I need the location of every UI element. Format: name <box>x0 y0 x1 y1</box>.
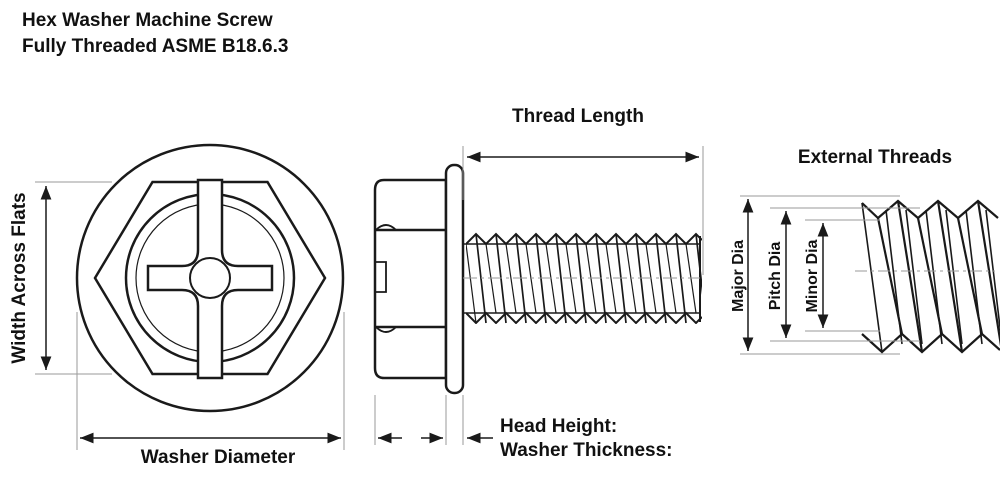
major-dia-label: Major Dia <box>730 240 747 312</box>
external-threads-label: External Threads <box>798 147 952 168</box>
head-top-view <box>75 143 345 413</box>
hex-outline <box>93 180 327 376</box>
width-across-flats-label: Width Across Flats <box>9 192 30 363</box>
width-across-flats-dimension: Width Across Flats <box>9 181 112 375</box>
thread-length-dimension: Thread Length <box>462 106 704 275</box>
phillips-recess <box>146 178 274 380</box>
washer-thickness-label: Washer Thickness: <box>500 440 672 461</box>
title-line-2: Fully Threaded ASME B18.6.3 <box>22 36 289 57</box>
slot-notch <box>376 261 387 293</box>
diagram-title: Hex Washer Machine Screw Fully Threaded … <box>22 8 288 60</box>
washer-diameter-dimension: Washer Diameter <box>76 312 345 468</box>
head-height-dimension: Head Height: Washer Thickness: <box>374 395 672 461</box>
title-line-1: Hex Washer Machine Screw <box>22 10 273 31</box>
thread-flanks <box>861 200 1000 353</box>
washer-outer-circle <box>75 143 345 413</box>
washer-side <box>444 163 465 395</box>
thread-crest-profile <box>861 199 999 220</box>
thread-diameter-extensions <box>740 195 920 355</box>
thread-root-profile <box>861 332 1000 354</box>
phillips-center <box>189 257 231 299</box>
head-height-label: Head Height: <box>500 416 617 437</box>
thread-length-label: Thread Length <box>512 106 644 127</box>
hex-chamfer-bottom <box>375 326 397 333</box>
washer-diameter-label: Washer Diameter <box>141 447 296 468</box>
minor-dia-label: Minor Dia <box>804 239 821 312</box>
pitch-dia-label: Pitch Dia <box>767 242 784 311</box>
external-threads-detail <box>855 199 1000 354</box>
hex-chamfer-top <box>375 224 397 231</box>
screw-side-view <box>373 163 702 395</box>
